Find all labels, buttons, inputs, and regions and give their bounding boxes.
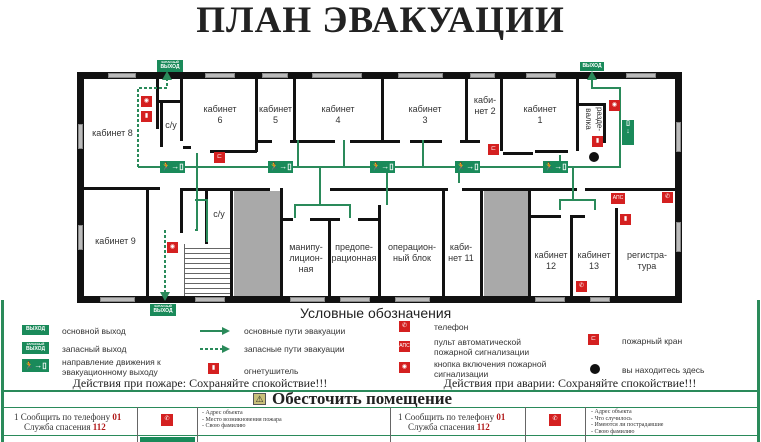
direction-sign xyxy=(140,437,195,442)
legend-spare-routes: запасные пути эвакуации xyxy=(244,344,345,354)
legend-you-are-here: вы находитесь здесь xyxy=(622,365,705,375)
extinguisher-icon: ▮ xyxy=(620,214,631,225)
direction-sign: 🏃→▯ xyxy=(268,161,293,173)
legend-main-exit: основной выход xyxy=(62,326,126,336)
room-wc-1: с/у xyxy=(165,120,177,130)
room-cabinet-8: кабинет 8 xyxy=(92,128,133,138)
room-cabinet-9: кабинет 9 xyxy=(95,236,136,246)
main-route xyxy=(591,80,621,120)
room-cabinet-13: кабинет 13 xyxy=(577,250,611,271)
arrow-head xyxy=(160,292,170,301)
shaft xyxy=(234,191,280,296)
room-reception: регистра-тура xyxy=(627,250,667,271)
direction-legend-icon: 🏃→▯ xyxy=(22,359,49,372)
report-notes-left: - Адрес объекта- Место возникновения пож… xyxy=(202,410,282,429)
room-cloakroom: разде-валка xyxy=(584,106,604,132)
room-cabinet-5: кабинет 5 xyxy=(258,104,293,125)
aps-legend-icon: АПС xyxy=(399,341,410,352)
report-notes-right: - Адрес объекта- Что случилось- Имеются … xyxy=(591,409,664,435)
room-wc-2: с/у xyxy=(213,209,225,219)
legend-phone: телефон xyxy=(434,322,469,332)
direction-sign: ▯↓ xyxy=(622,120,634,145)
accident-actions: Действия при аварии: Сохраняйте спокойст… xyxy=(443,376,697,390)
room-cabinet-12: кабинет 12 xyxy=(534,250,568,271)
spare-route-legend-icon xyxy=(200,345,230,353)
main-exit-sign: ВЫХОД xyxy=(580,62,604,71)
direction-sign: 🏃→▯ xyxy=(160,161,185,173)
legend-hydrant: пожарный кран xyxy=(622,336,683,346)
room-cabinet-1: кабинет 1 xyxy=(523,104,557,125)
staircase xyxy=(184,244,230,296)
you-are-here-legend-icon xyxy=(590,364,600,374)
power-off-heading: Обесточить помещение xyxy=(272,389,453,408)
room-operating-block: операцион-ный блок xyxy=(387,242,437,263)
hydrant-legend-icon: ⊏ xyxy=(588,334,599,345)
direction-sign: 🏃→▯ xyxy=(455,161,480,173)
direction-sign: 🏃→▯ xyxy=(370,161,395,173)
aps-icon: АПС xyxy=(611,193,625,204)
fire-actions: Действия при пожаре: Сохраняйте спокойст… xyxy=(72,376,328,390)
hydrant-icon: ⊏ xyxy=(214,152,225,163)
phone-icon: ✆ xyxy=(662,192,673,203)
arrow-head xyxy=(587,71,597,80)
room-cabinet-3: кабинет 3 xyxy=(408,104,442,125)
room-cabinet-11: каби-нет 11 xyxy=(448,242,474,263)
phone-icon: ✆ xyxy=(161,414,173,426)
legend-alarm-button: кнопка включения пожарной сигнализации xyxy=(434,359,547,379)
phone-icon: ✆ xyxy=(549,414,561,426)
alarm-button-icon: ◉ xyxy=(609,100,620,111)
alarm-button-legend-icon: ◉ xyxy=(399,362,410,373)
hydrant-icon: ⊏ xyxy=(488,144,499,155)
main-route xyxy=(138,120,621,168)
page-title: ПЛАН ЭВАКУАЦИИ xyxy=(196,0,565,41)
legend-aps-panel: пульт автоматической пожарной сигнализац… xyxy=(434,337,530,357)
legend-spare-exit: запасный выход xyxy=(62,344,127,354)
legend-main-routes: основные пути эвакуации xyxy=(244,326,346,336)
direction-sign: 🏃→▯ xyxy=(543,161,568,173)
room-preoperation: предопе-рационная xyxy=(331,242,377,263)
main-exit-legend-icon: ВЫХОД xyxy=(22,325,49,335)
room-cabinet-2: каби-нет 2 xyxy=(473,95,497,116)
phone-legend-icon: ✆ xyxy=(399,321,410,332)
phone-icon: ✆ xyxy=(576,281,587,292)
extinguisher-legend-icon: ▮ xyxy=(208,363,219,374)
room-manipulation: манипу-лицион-ная xyxy=(289,242,323,274)
main-route xyxy=(195,199,208,242)
room-cabinet-6: кабинет 6 xyxy=(203,104,237,125)
main-route xyxy=(196,140,460,183)
you-are-here-marker xyxy=(589,152,599,162)
call-instruction-left: 1 Сообщить по телефону 01 Служба спасени… xyxy=(14,412,122,432)
room-cabinet-4: кабинет 4 xyxy=(321,104,355,125)
main-route xyxy=(196,167,198,231)
alarm-button-icon: ◉ xyxy=(167,242,178,253)
arrow-head xyxy=(162,71,172,80)
extinguisher-icon: ▮ xyxy=(141,111,152,122)
warning-icon: ⚠ xyxy=(253,393,266,405)
alarm-button-icon: ◉ xyxy=(141,96,152,107)
shaft xyxy=(484,191,528,296)
extinguisher-icon: ▮ xyxy=(592,136,603,147)
call-instruction-right: 1 Сообщить по телефону 01 Служба спасени… xyxy=(398,412,506,432)
main-route-legend-icon xyxy=(200,327,230,335)
legend-extinguisher: огнетушитель xyxy=(244,366,299,376)
legend-title: Условные обозначения xyxy=(300,305,452,321)
main-route xyxy=(294,167,388,218)
spare-route xyxy=(137,80,168,167)
legend-direction: направление движения к эвакуационному вы… xyxy=(62,357,161,377)
